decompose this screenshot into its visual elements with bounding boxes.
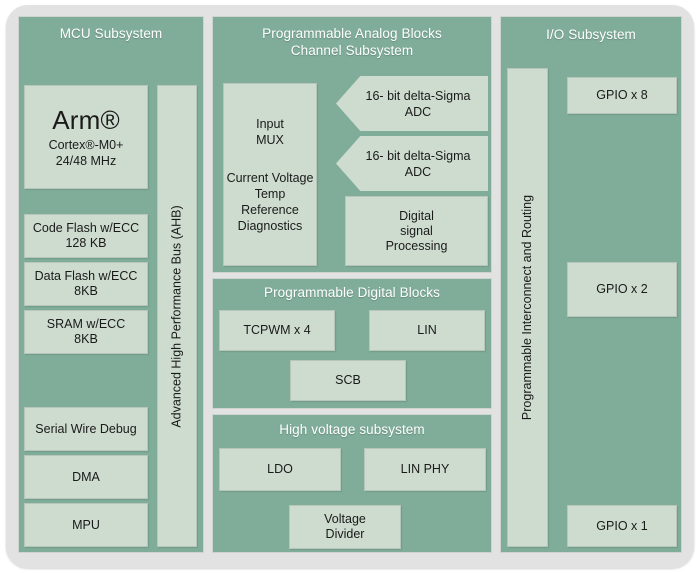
block-code-flash[interactable]: Code Flash w/ECC 128 KB <box>24 214 148 258</box>
block-tcpwm-label: TCPWM x 4 <box>243 323 311 337</box>
block-data-flash[interactable]: Data Flash w/ECC 8KB <box>24 262 148 306</box>
block-gpio-x8-label: GPIO x 8 <box>596 88 648 102</box>
arm-core-details: Cortex®-M0+ 24/48 MHz <box>48 138 124 168</box>
block-adc-1[interactable]: 16- bit delta-Sigma ADC <box>336 76 488 131</box>
block-input-mux[interactable]: Input MUX Current Voltage Temp Reference… <box>223 83 317 266</box>
block-tcpwm[interactable]: TCPWM x 4 <box>219 310 335 351</box>
block-lin-phy-label: LIN PHY <box>400 462 450 476</box>
block-gpio-x1[interactable]: GPIO x 1 <box>567 505 677 547</box>
block-ldo-label: LDO <box>267 462 293 476</box>
block-arm-core[interactable]: Arm® Cortex®-M0+ 24/48 MHz <box>24 85 148 189</box>
block-data-flash-label: Data Flash w/ECC 8KB <box>34 269 138 298</box>
block-serial-wire-debug-label: Serial Wire Debug <box>35 421 137 436</box>
block-voltage-divider-label: Voltage Divider <box>324 512 366 541</box>
block-gpio-x8[interactable]: GPIO x 8 <box>567 77 677 114</box>
block-ahb-bus[interactable]: Advanced High Performance Bus (AHB) <box>157 85 197 547</box>
block-code-flash-label: Code Flash w/ECC 128 KB <box>32 221 140 250</box>
block-digital-signal-processing-label: Digital signal Processing <box>385 208 448 253</box>
block-scb[interactable]: SCB <box>290 360 406 401</box>
arm-core-name: Arm® <box>52 105 120 135</box>
block-adc-2[interactable]: 16- bit delta-Sigma ADC <box>336 136 488 191</box>
block-dma-label: DMA <box>72 469 100 484</box>
block-voltage-divider[interactable]: Voltage Divider <box>289 505 401 549</box>
block-lin-phy[interactable]: LIN PHY <box>364 448 486 491</box>
block-mpu[interactable]: MPU <box>24 503 148 547</box>
block-interconnect-routing-label: Programmable Interconnect and Routing <box>520 194 535 421</box>
block-sram-label: SRAM w/ECC 8KB <box>46 317 126 346</box>
block-input-mux-label: Input MUX <box>256 116 284 147</box>
block-serial-wire-debug[interactable]: Serial Wire Debug <box>24 407 148 451</box>
block-dma[interactable]: DMA <box>24 455 148 499</box>
block-scb-label: SCB <box>335 373 361 387</box>
block-adc-2-label: 16- bit delta-Sigma ADC <box>365 148 471 179</box>
block-adc-1-label: 16- bit delta-Sigma ADC <box>365 88 471 119</box>
block-ahb-bus-label: Advanced High Performance Bus (AHB) <box>169 204 184 428</box>
block-ldo[interactable]: LDO <box>219 448 341 491</box>
block-gpio-x2-label: GPIO x 2 <box>596 282 648 296</box>
block-analog-features-label: Current Voltage Temp Reference Diagnosti… <box>226 170 314 233</box>
block-interconnect-routing[interactable]: Programmable Interconnect and Routing <box>507 68 548 547</box>
block-gpio-x2[interactable]: GPIO x 2 <box>567 262 677 317</box>
block-lin[interactable]: LIN <box>369 310 485 351</box>
block-sram[interactable]: SRAM w/ECC 8KB <box>24 310 148 354</box>
block-gpio-x1-label: GPIO x 1 <box>596 518 648 533</box>
block-mpu-label: MPU <box>72 517 100 532</box>
block-lin-label: LIN <box>417 323 437 337</box>
block-digital-signal-processing[interactable]: Digital signal Processing <box>345 196 488 266</box>
